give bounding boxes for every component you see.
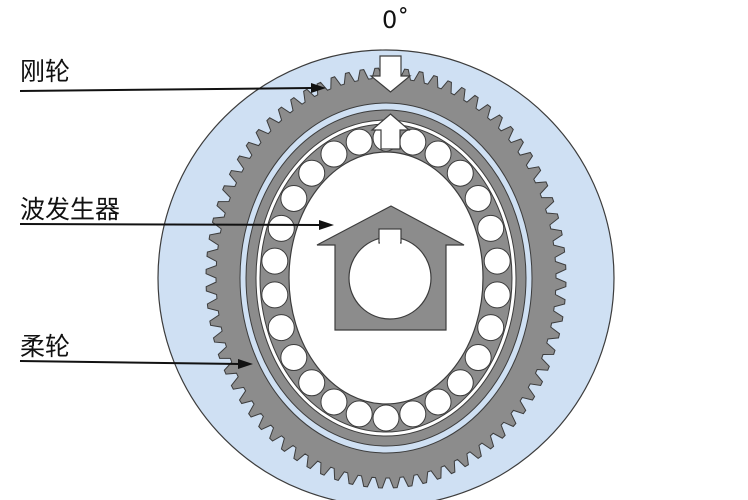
bearing-ball (298, 159, 326, 187)
bearing-ball (477, 314, 505, 342)
bearing-ball (261, 247, 289, 275)
bearing-ball (446, 159, 474, 187)
rigid-wheel-label: 刚轮 (20, 57, 71, 86)
bearing-ball (320, 140, 348, 168)
bearing-ball (483, 247, 511, 275)
bearing-ball (267, 314, 295, 342)
down-arrow-icon (369, 55, 412, 93)
bearing-ball (345, 128, 373, 156)
wave-generator-pointer-head (319, 220, 334, 230)
flex-wheel-pointer-line (19, 360, 241, 365)
angle-label: 0˚ (382, 6, 410, 34)
flex-wheel-label: 柔轮 (20, 332, 71, 361)
bearing-ball (464, 184, 492, 212)
bearing-ball (298, 369, 326, 397)
wave-generator-label: 波发生器 (20, 195, 121, 224)
flex-wheel-pointer-head (238, 359, 253, 369)
bearing-ball (424, 388, 452, 416)
bearing-ball (464, 344, 492, 372)
bearing-ball (267, 214, 295, 242)
wave-generator-pointer-line (19, 223, 321, 226)
bearing-ball (477, 214, 505, 242)
up-arrow-icon (370, 113, 411, 150)
bearing-ball (399, 400, 427, 428)
wave-generator-hole (348, 236, 432, 320)
rigid-wheel-pointer-line (19, 87, 313, 92)
bearing-ball (483, 281, 511, 309)
bearing-ball (399, 128, 427, 156)
bearing-ball (424, 140, 452, 168)
bearing-ball (372, 404, 400, 432)
pointer-arrows (19, 83, 334, 369)
bearing-ball (320, 388, 348, 416)
rigid-wheel-pointer-head (311, 83, 326, 93)
bearing-ball (280, 344, 308, 372)
bearing-ball (261, 281, 289, 309)
bearing-ball (280, 184, 308, 212)
bearing-ball (345, 400, 373, 428)
bearing-ball (446, 369, 474, 397)
